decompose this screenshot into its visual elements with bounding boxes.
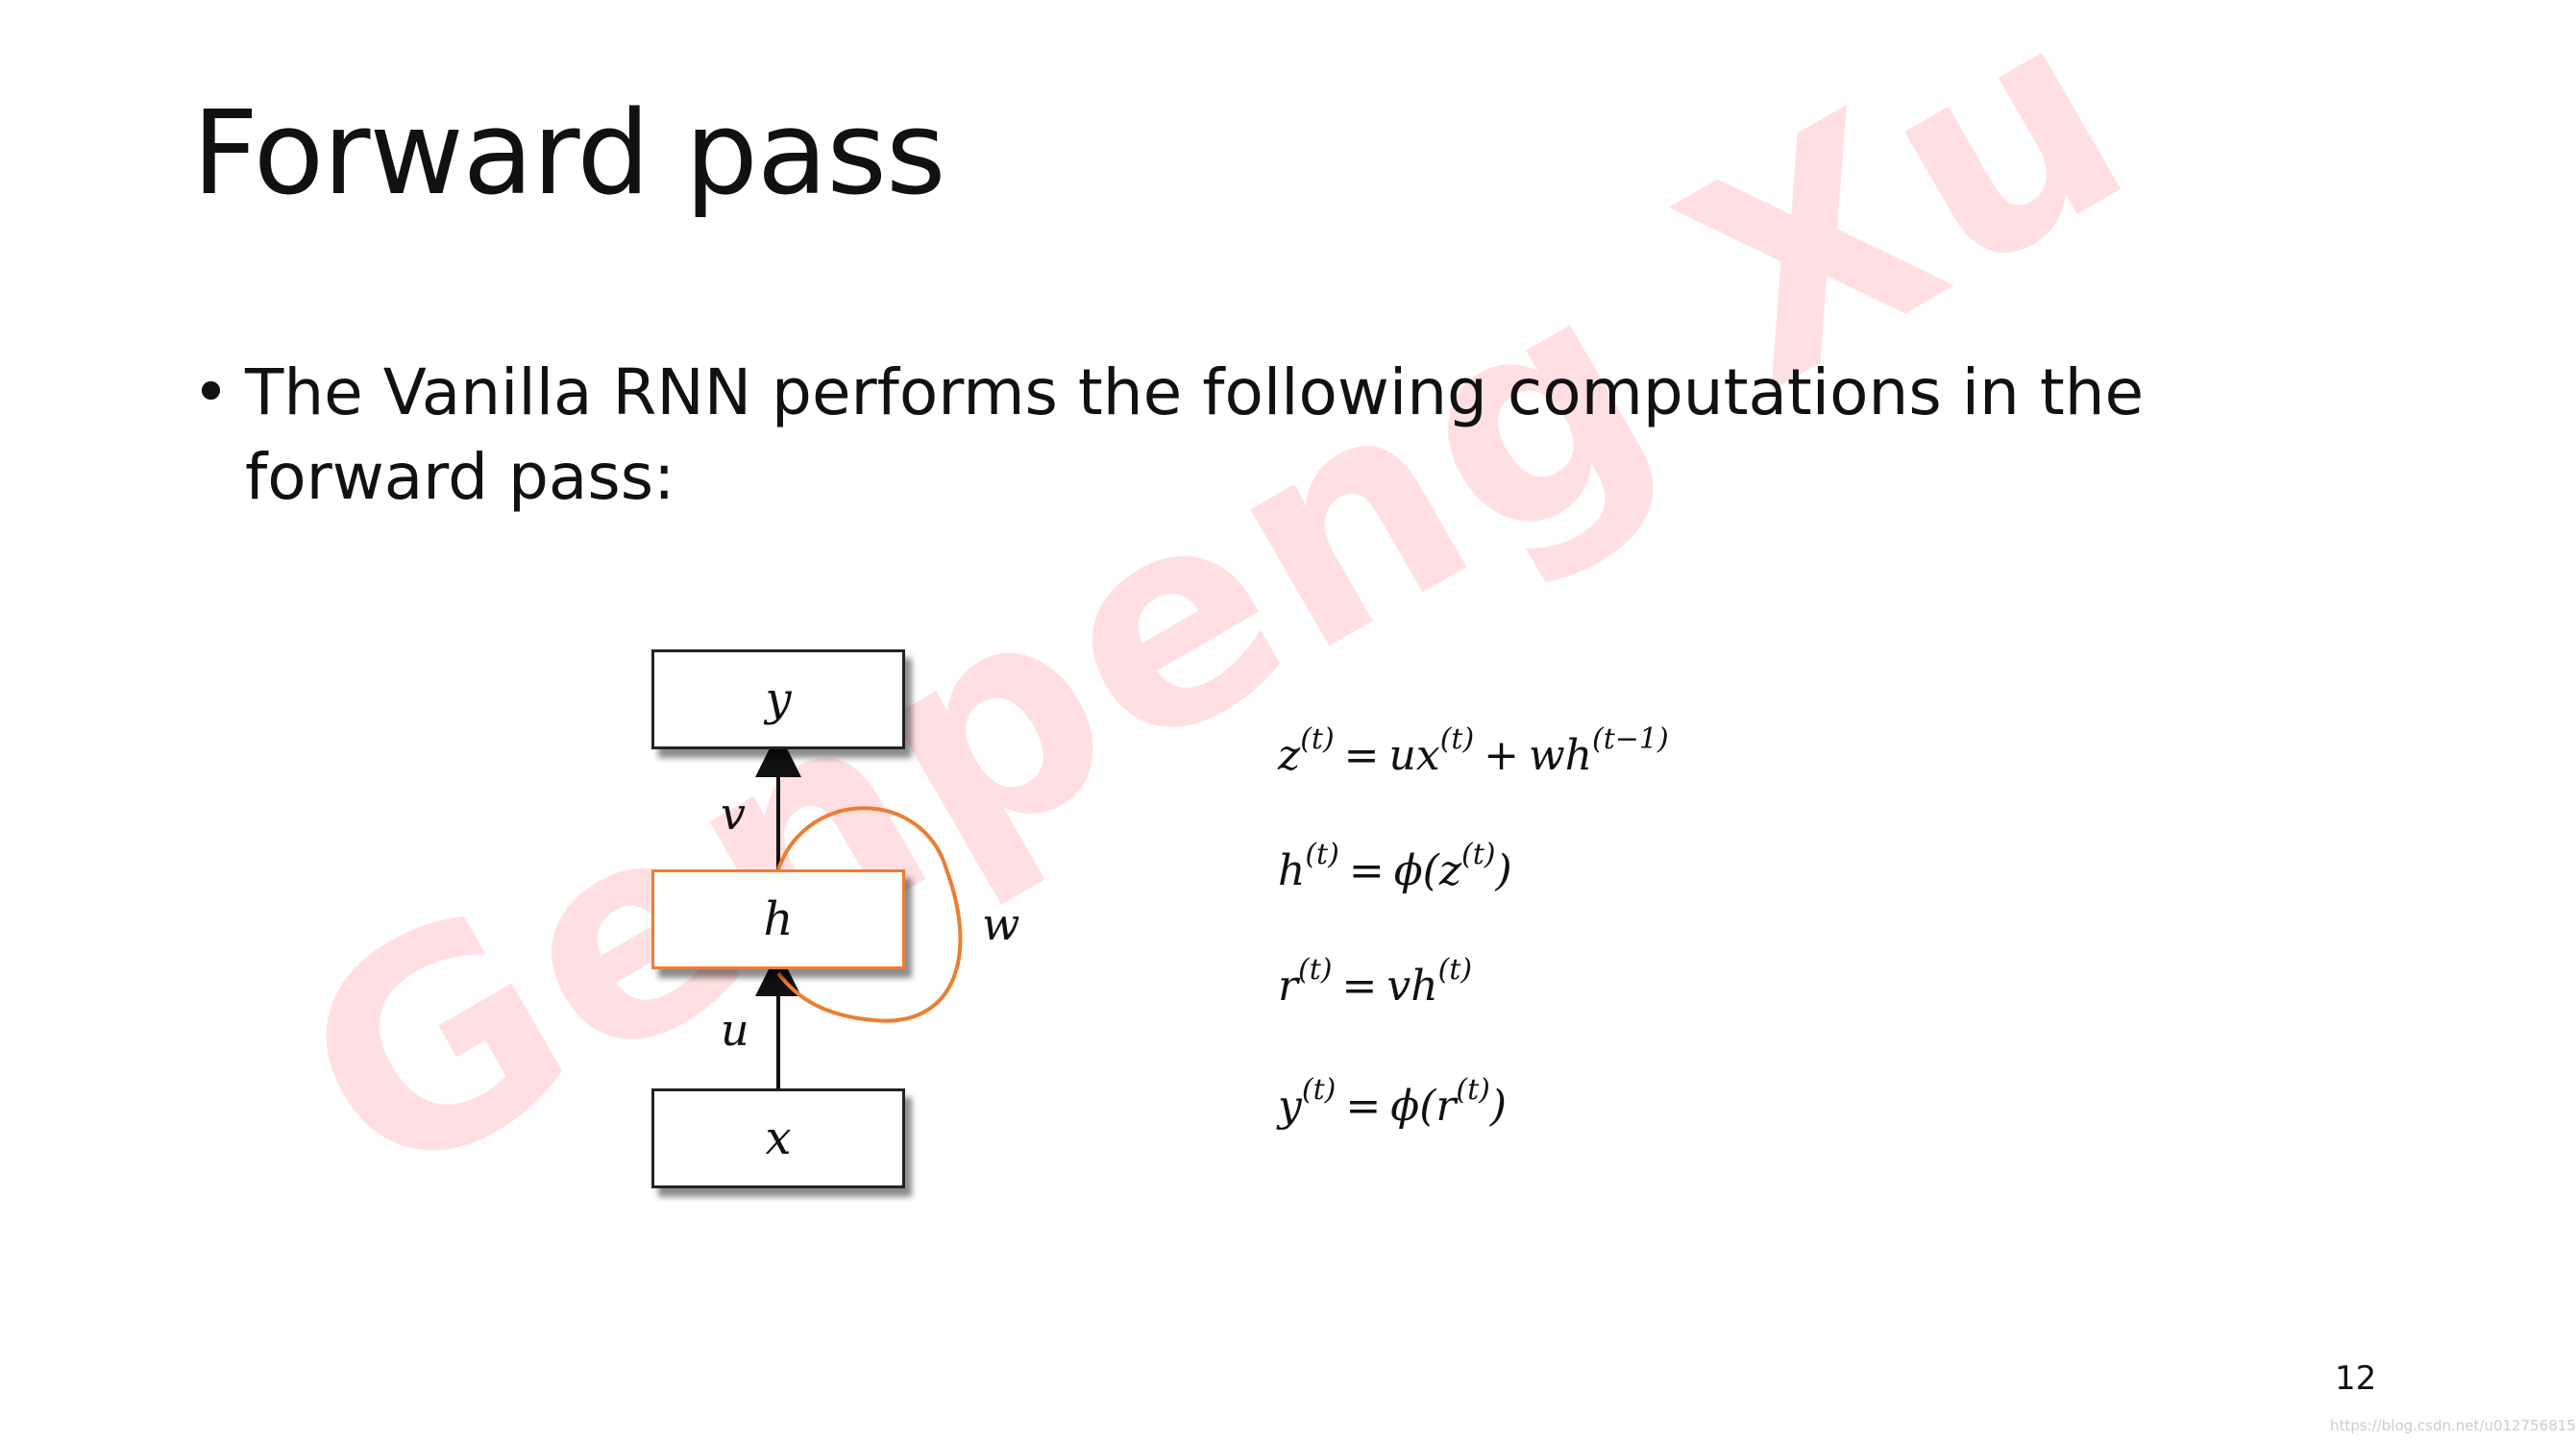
equation-h: h(t)=ϕ(z(t)) — [1278, 838, 1512, 895]
slide-title: Forward pass — [192, 87, 945, 221]
input-node: x — [651, 1088, 905, 1188]
output-node: y — [651, 649, 905, 749]
recurrent-loop — [776, 806, 963, 1023]
bullet-item: • The Vanilla RNN performs the following… — [192, 351, 2402, 520]
edge-label-u: u — [721, 1004, 749, 1056]
equation-y: y(t)=ϕ(r(t)) — [1278, 1073, 1508, 1131]
page-number: 12 — [2335, 1359, 2377, 1398]
footer-url: https://blog.csdn.net/u012756815 — [2330, 1417, 2576, 1434]
equation-z: z(t)=ux(t)+wh(t−1) — [1278, 722, 1669, 780]
input-node-label: x — [765, 1111, 792, 1165]
hidden-node: h — [651, 869, 905, 969]
edge-label-w: w — [982, 898, 1020, 950]
hidden-node-label: h — [763, 892, 794, 946]
edge-label-v: v — [721, 788, 746, 840]
bullet-icon: • — [192, 355, 230, 429]
bullet-text: The Vanilla RNN performs the following c… — [245, 355, 2145, 514]
equation-r: r(t)=vh(t) — [1278, 953, 1473, 1011]
output-node-label: y — [765, 672, 792, 726]
